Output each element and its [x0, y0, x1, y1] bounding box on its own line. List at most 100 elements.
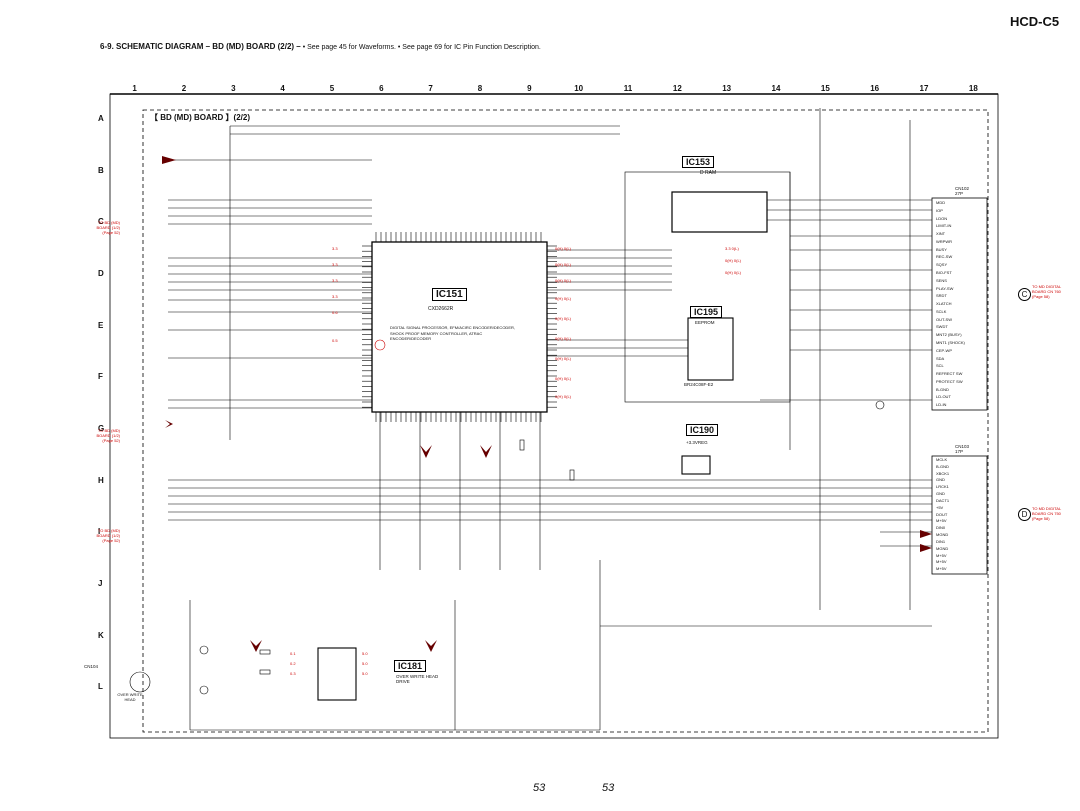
svg-text:0(H) 0(L): 0(H) 0(L)	[725, 270, 742, 275]
row-letter: D	[98, 269, 104, 278]
cn102-pin-label: SRDT	[936, 293, 947, 299]
column-number: 8	[477, 84, 483, 93]
column-number: 13	[722, 84, 732, 93]
cn102-pin-label: LDON	[936, 215, 948, 221]
cn102-pin-label: XINT	[936, 231, 946, 237]
cn102-pin-label: PLAY-SW	[936, 285, 954, 291]
cn102-pin-label: CEP-WP	[936, 347, 952, 353]
cn103-pin-label: DOUT	[936, 511, 948, 517]
cn102-pin-label: REC-SW	[936, 254, 953, 260]
column-number: 10	[574, 84, 584, 93]
row-letter: H	[98, 475, 104, 485]
cn102-pin-label: MDD	[936, 200, 946, 205]
cn103-pin-label: M+5V	[936, 552, 947, 558]
column-number: 9	[527, 84, 532, 93]
ic195-sub: BR24C08F-E2	[684, 382, 714, 387]
cn102-pin-label: SENS	[936, 277, 947, 283]
row-letter: J	[98, 579, 103, 588]
cn102-pins: 27P	[955, 191, 964, 196]
cn103-pin-label: B-GND	[936, 463, 949, 469]
ref-marker-c: C	[1018, 288, 1031, 301]
cn103-pin-label: M+5V	[936, 566, 947, 572]
column-number: 6	[379, 84, 384, 93]
cn103-pin-label: XBCK1	[936, 470, 950, 476]
column-number: 18	[968, 84, 978, 93]
cn102-pin-label: LD-IN	[936, 402, 947, 408]
ic153-part: D RAM	[700, 170, 717, 176]
ic181-name: IC181	[394, 660, 427, 672]
cn103-pin-label: M+5V	[936, 559, 947, 565]
cn102-pin-label: SWDT	[936, 324, 948, 330]
page-number-left: 53	[533, 782, 546, 794]
side-ref-3: TO BD (MD) BOARD (1/2) (Page 52)	[96, 528, 120, 543]
svg-text:0.5: 0.5	[332, 338, 338, 343]
svg-text:0.6: 0.6	[332, 310, 338, 315]
svg-text:0(H) 0(L): 0(H) 0(L)	[555, 246, 572, 251]
side-ref-1: TO BD (MD) BOARD (1/2) (Page 52)	[96, 220, 120, 235]
cn102-pin-label: B-GND	[936, 386, 949, 392]
svg-text:0(H) 0(L): 0(H) 0(L)	[555, 336, 572, 341]
cn102-pin-label: PROTECT SW	[936, 378, 963, 384]
svg-text:3.3 0(L): 3.3 0(L)	[725, 246, 739, 251]
ic190-part: +3.3VREG	[686, 440, 708, 445]
svg-text:0(H) 0(L): 0(H) 0(L)	[555, 262, 572, 267]
svg-text:0(H) 0(L): 0(H) 0(L)	[555, 296, 572, 301]
page-title: 6-9. SCHEMATIC DIAGRAM – BD (MD) BOARD (…	[100, 42, 541, 51]
pin-function-note: • See page 69 for IC Pin Function Descri…	[397, 44, 541, 51]
cn103-pin-label: DACT1	[936, 497, 950, 503]
ic181-part: OVER WRITE HEAD DRIVE	[396, 674, 439, 684]
row-letter: B	[98, 165, 104, 175]
cn102-pin-label: IOP	[936, 207, 943, 213]
row-letter: E	[98, 320, 104, 330]
row-letter: G	[98, 424, 105, 433]
column-number: 17	[919, 84, 929, 93]
cn103-ref: CN103	[955, 444, 970, 449]
svg-text:5.0: 5.0	[362, 651, 368, 656]
ic151-part: CXD2662R	[428, 306, 454, 312]
ic153-body	[671, 191, 768, 233]
svg-text:3.3: 3.3	[332, 246, 338, 251]
cn102-pin-label: XLATCH	[936, 301, 952, 307]
side-ref-2: TO BD (MD) BOARD (1/2) (Page 52)	[96, 428, 120, 443]
cn102-pin-label: BIO-FST	[936, 270, 952, 275]
cn103-pins: 17P	[955, 449, 964, 454]
schematic-title: 6-9. SCHEMATIC DIAGRAM – BD (MD) BOARD (…	[100, 42, 301, 51]
svg-text:0(H) 0(L): 0(H) 0(L)	[725, 258, 742, 263]
column-number: 3	[231, 84, 236, 93]
ic151-name: IC151	[432, 288, 467, 301]
ic181-body	[317, 647, 357, 701]
cn103-pin-label: +5V	[936, 504, 944, 510]
ic195-name: IC195	[690, 306, 723, 318]
cn102-pin-label: LD-OUT	[936, 394, 951, 400]
svg-text:0.2: 0.2	[290, 661, 296, 666]
cn102-pin-label: SCL	[936, 363, 944, 369]
row-letter: K	[98, 630, 104, 640]
cn102-pin-label: LIMIT-IN	[936, 223, 952, 229]
cn103-pin-label: MGND	[936, 532, 949, 538]
cn102-pin-label: MNT1 (SHOCK)	[936, 340, 965, 345]
svg-text:0.3: 0.3	[290, 671, 296, 676]
column-number: 7	[428, 84, 433, 93]
board-label: 【 BD (MD) BOARD 】(2/2)	[150, 113, 250, 122]
svg-text:0(H) 0(L): 0(H) 0(L)	[555, 316, 572, 321]
svg-text:3.3: 3.3	[332, 294, 338, 299]
row-letter: F	[98, 372, 103, 382]
ref-marker-d: D	[1018, 508, 1031, 521]
row-letter: I	[98, 527, 101, 537]
ic190-body	[681, 455, 711, 475]
ic190-name: IC190	[686, 424, 719, 436]
cn103-pin-label: DIN0	[936, 525, 946, 531]
column-number: 2	[181, 84, 187, 93]
page-number-right: 53	[602, 782, 615, 794]
cn102-pin-label: MNT2 (BUSY)	[936, 332, 962, 338]
cn102-pin-label: SDA	[936, 355, 945, 361]
svg-text:5.0: 5.0	[362, 661, 368, 666]
ic195-part: EEPROM	[695, 320, 715, 325]
cn102-pin-label: OUT-SW	[936, 316, 952, 322]
row-letter: C	[98, 217, 104, 227]
cn102-body	[931, 197, 988, 411]
svg-text:0(H) 0(L): 0(H) 0(L)	[555, 376, 572, 381]
cn103-pin-label: LRCK1	[936, 484, 949, 490]
